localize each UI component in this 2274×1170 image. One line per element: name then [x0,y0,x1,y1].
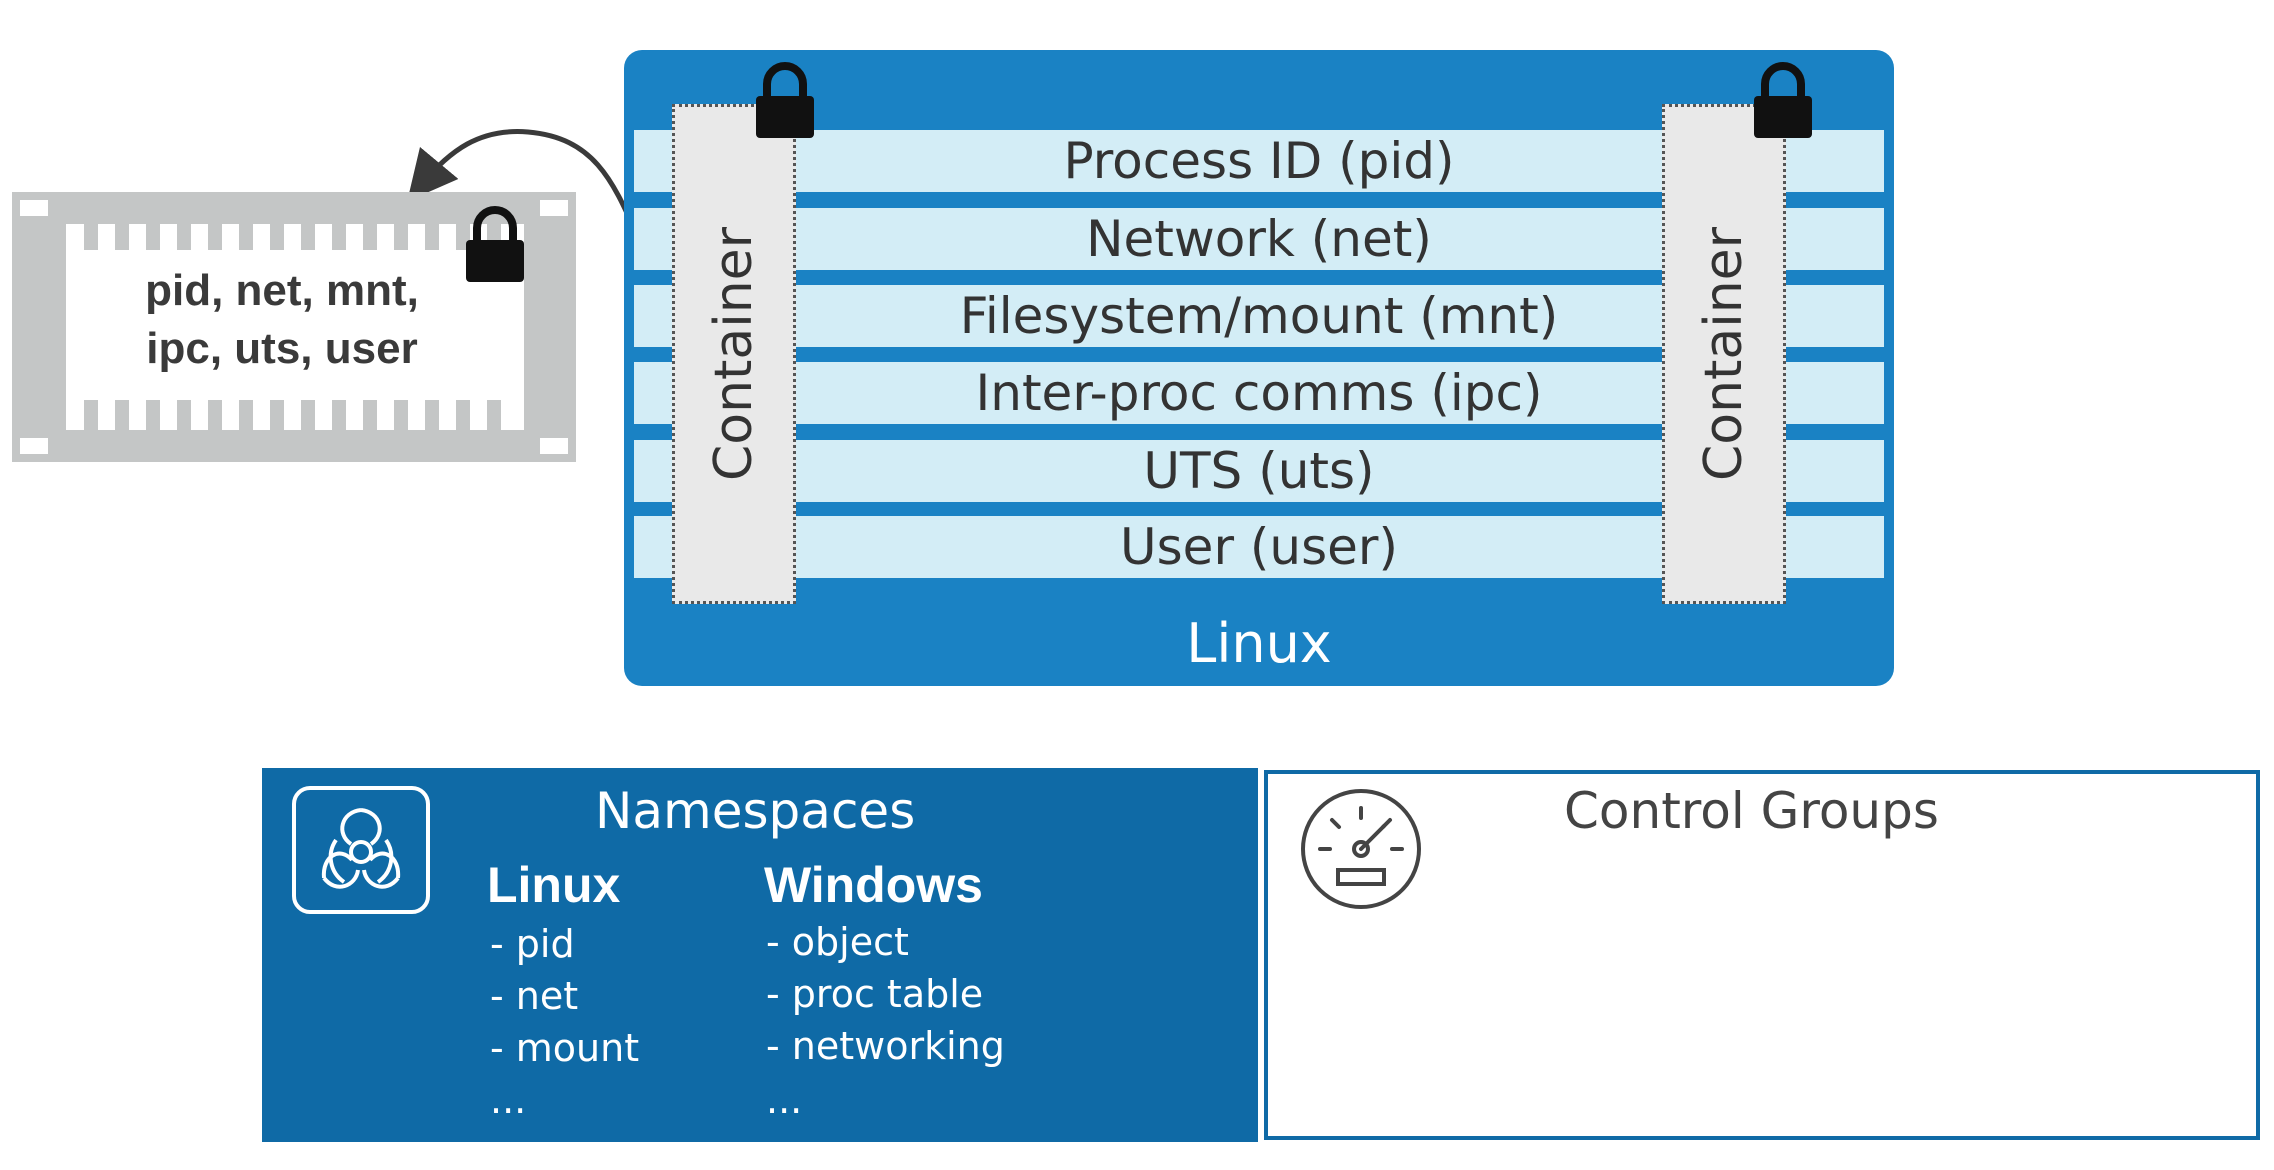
linux-column-heading: Linux [487,857,621,913]
windows-namespace-item: - networking [766,1024,1005,1068]
linux-host-label: Linux [1186,612,1332,675]
linux-namespace-item: - pid [490,922,575,966]
lock-icon [466,206,524,282]
control-groups-title: Control Groups [1564,782,1939,840]
linux-namespace-item: - net [490,974,579,1018]
linux-namespace-item: - mount [490,1026,640,1070]
gauge-icon [1301,789,1421,909]
lock-icon [756,62,814,138]
namespaces-icon-frame [292,786,430,914]
container-right: Container [1662,104,1786,604]
namespaces-title: Namespaces [595,782,916,840]
shipping-container-line2: ipc, uts, user [146,324,418,373]
shipping-container-text: pid, net, mnt, ipc, uts, user [82,262,482,378]
windows-namespace-item: ... [766,1078,803,1122]
container-right-label: Container [1694,226,1754,482]
shipping-container-illustration [12,192,576,462]
windows-namespace-item: - proc table [766,972,984,1016]
windows-namespace-item: - object [766,920,909,964]
control-groups-panel [1264,770,2260,1140]
container-left: Container [672,104,796,604]
windows-column-heading: Windows [764,857,983,913]
shipping-container-line1: pid, net, mnt, [145,266,419,315]
container-left-label: Container [704,226,764,482]
biohazard-icon [321,808,401,889]
linux-namespace-item: ... [490,1078,527,1122]
lock-icon [1754,62,1812,138]
